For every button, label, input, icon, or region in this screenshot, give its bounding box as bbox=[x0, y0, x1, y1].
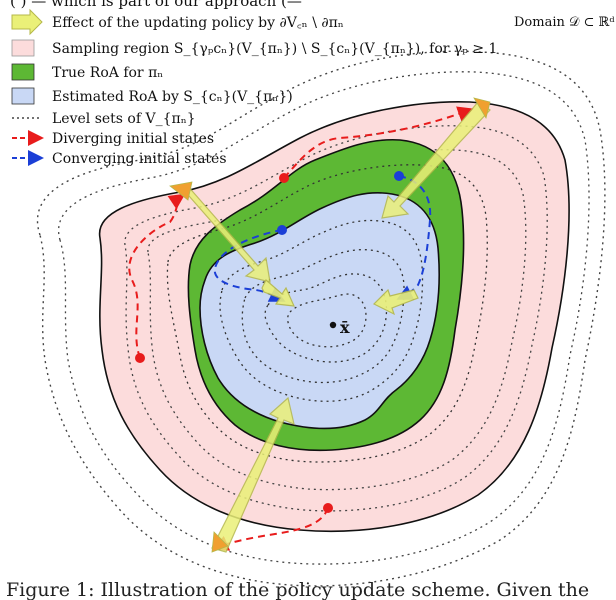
diverging-start-3 bbox=[323, 503, 333, 513]
equilibrium-point bbox=[329, 321, 337, 329]
level-set-i3 bbox=[241, 249, 405, 384]
legend-sampling-label: Sampling region S_{γₚcₙ}(V_{πₙ}) \ S_{cₙ… bbox=[52, 41, 497, 57]
policy-arrow-inner-right bbox=[372, 288, 419, 316]
legend-policy-effect-label: Effect of the updating policy by ∂V꜀ₙ \ … bbox=[52, 15, 344, 31]
policy-arrow-lower bbox=[211, 396, 295, 553]
policy-arrow-upper-left bbox=[169, 181, 271, 283]
legend-item-level-sets: Level sets of V_{πₙ} bbox=[12, 111, 196, 127]
legend-item-converging: Converging initial states bbox=[12, 150, 227, 167]
diverging-start-2 bbox=[135, 353, 145, 363]
policy-arrow-upper-right bbox=[381, 97, 491, 219]
converging-start-1 bbox=[277, 225, 287, 235]
outer-level-set-2 bbox=[57, 71, 590, 565]
legend-item-estimated-roa: Estimated RoA by S_{cₙ}(V_{πₙ}) bbox=[11, 87, 293, 105]
legend-converging-label: Converging initial states bbox=[52, 151, 227, 167]
level-set-i4 bbox=[264, 273, 388, 363]
legend-level-sets-label: Level sets of V_{πₙ} bbox=[52, 111, 196, 127]
equilibrium-label: x̄ bbox=[340, 318, 350, 337]
level-set-i1 bbox=[166, 164, 488, 463]
estimated-roa bbox=[199, 191, 440, 430]
legend: Effect of the updating policy by ∂V꜀ₙ \ … bbox=[11, 8, 615, 167]
level-set-i5 bbox=[286, 293, 367, 348]
converging-start-2 bbox=[394, 171, 404, 181]
diverging-trajectory-3 bbox=[212, 507, 329, 551]
true-roa-swatch bbox=[11, 63, 35, 81]
sampling-swatch bbox=[11, 39, 35, 57]
level-set-s1 bbox=[124, 125, 548, 512]
legend-item-sampling-region: Sampling region S_{γₚcₙ}(V_{πₙ}) \ S_{cₙ… bbox=[11, 39, 497, 57]
legend-item-true-roa: True RoA for πₙ bbox=[11, 63, 163, 81]
policy-arrow-swatch bbox=[11, 8, 43, 36]
header-fragment: ( ) — which is part of our approach (— bbox=[10, 0, 302, 10]
legend-diverging-label: Diverging initial states bbox=[52, 131, 214, 147]
domain-label: Domain 𝒟 ⊂ ℝᵈ bbox=[514, 15, 615, 30]
diverging-start-1 bbox=[279, 173, 289, 183]
caption-fragment: Figure 1: Illustration of the policy upd… bbox=[6, 579, 589, 600]
diverging-trajectory-1 bbox=[283, 106, 474, 179]
legend-true-roa-label: True RoA for πₙ bbox=[52, 65, 163, 81]
policy-arrow-inner-left bbox=[261, 279, 295, 307]
legend-item-diverging: Diverging initial states bbox=[12, 130, 214, 147]
level-set-i2 bbox=[219, 219, 424, 402]
diverging-trajectory-2 bbox=[128, 193, 186, 359]
estimated-roa-swatch bbox=[11, 87, 35, 105]
legend-item-policy-effect: Effect of the updating policy by ∂V꜀ₙ \ … bbox=[11, 8, 344, 36]
legend-estimated-roa-label: Estimated RoA by S_{cₙ}(V_{πₙ}) bbox=[52, 89, 293, 105]
